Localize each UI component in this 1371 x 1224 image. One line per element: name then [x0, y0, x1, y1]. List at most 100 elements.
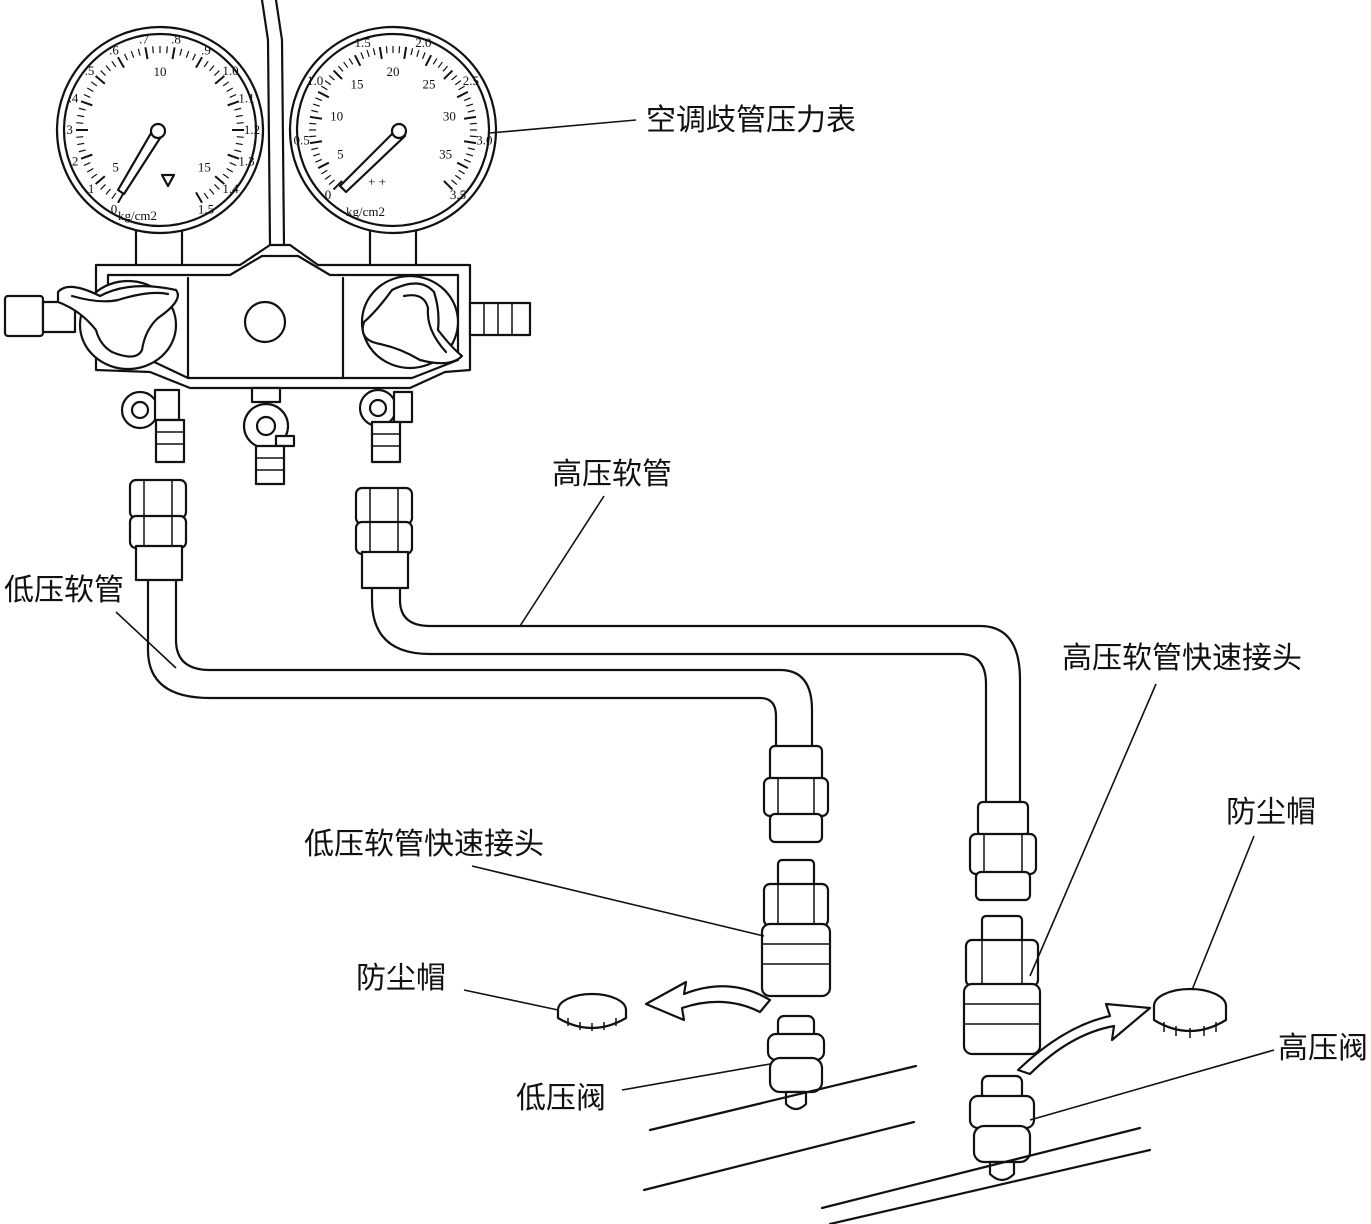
high-gauge-tick — [463, 158, 471, 163]
low-gauge-tick — [222, 173, 230, 179]
right-side-port — [468, 301, 532, 337]
dust-cap-right-icon — [1152, 987, 1228, 1038]
leader-dust-cap-right — [1191, 835, 1255, 991]
high-gauge-tick — [315, 97, 323, 102]
label-high-hose: 高压软管 — [552, 457, 672, 492]
low-pressure-gauge: 0.1.2.3.4.5.6.7.8.91.01.11.21.31.41.5510… — [55, 25, 265, 272]
leader-high-hose — [519, 495, 605, 627]
low-gauge-tick — [236, 122, 244, 124]
low-gauge-inner-label: 10 — [154, 64, 167, 79]
high-gauge-inner-label: 20 — [387, 64, 400, 79]
high-gauge-tick — [360, 52, 365, 60]
high-gauge-tick — [443, 180, 454, 191]
center-tube — [260, 0, 286, 247]
low-gauge-tick — [77, 142, 85, 146]
high-gauge-tick — [309, 122, 317, 125]
high-gauge-tick — [337, 65, 344, 72]
high-gauge-tick — [466, 153, 474, 157]
low-gauge-tick — [226, 167, 234, 173]
low-gauge-tick — [86, 87, 94, 93]
high-gauge-tick — [466, 103, 474, 107]
high-pressure-valve — [968, 1074, 1036, 1182]
high-gauge-tick — [467, 147, 475, 151]
high-gauge-tick — [332, 180, 343, 191]
high-gauge-inner-label: 15 — [351, 77, 364, 92]
low-gauge-tick — [236, 136, 244, 138]
high-gauge-tick — [454, 174, 462, 180]
high-gauge-tick — [458, 85, 465, 91]
low-gauge-inner-label: 15 — [198, 159, 211, 174]
high-gauge-tick — [353, 54, 362, 67]
high-gauge-needle — [338, 122, 408, 194]
low-gauge-tick — [166, 46, 168, 54]
low-gauge-tick — [227, 153, 240, 160]
high-gauge-tick — [432, 58, 438, 65]
sight-glass — [243, 300, 287, 344]
low-gauge-tick — [144, 47, 149, 60]
high-gauge-tick — [421, 52, 426, 60]
low-gauge-outer-label: 1.2 — [244, 122, 260, 137]
label-low-coupler: 低压软管快速接头 — [304, 827, 544, 862]
low-gauge-tick — [152, 46, 154, 54]
high-gauge-tick — [410, 48, 414, 56]
high-gauge-tick — [372, 48, 376, 56]
low-gauge-outer-label: .4 — [69, 91, 79, 106]
low-gauge-tick — [179, 48, 183, 56]
high-quick-coupler — [962, 914, 1042, 1056]
high-gauge-tick — [309, 140, 323, 145]
plus-marks: + + — [368, 174, 386, 189]
label-dust-cap-right: 防尘帽 — [1226, 795, 1316, 830]
low-valve-knob[interactable] — [56, 279, 179, 371]
low-gauge-outer-label: .3 — [63, 122, 73, 137]
low-gauge-tick — [203, 60, 209, 68]
low-gauge-tick — [77, 114, 85, 118]
high-gauge-tick — [321, 169, 328, 175]
high-gauge-tick — [317, 90, 330, 99]
low-gauge-triangle-icon — [160, 173, 176, 188]
low-gauge-tick — [214, 70, 220, 76]
low-gauge-tick — [234, 149, 242, 153]
high-gauge-tick — [309, 115, 323, 120]
label-high-valve: 高压阀 — [1278, 1031, 1368, 1066]
high-gauge-tick — [469, 122, 477, 125]
high-gauge-tick-marks — [309, 46, 477, 191]
leader-low-coupler — [471, 865, 765, 937]
low-gauge-tick — [83, 93, 91, 99]
low-gauge-tick — [235, 114, 243, 118]
high-gauge-inner-label: 35 — [439, 147, 452, 162]
high-gauge-outer-label: 2.5 — [463, 73, 479, 88]
low-gauge-outer-label: .8 — [171, 31, 181, 46]
high-gauge-tick — [443, 69, 454, 80]
low-gauge-needle — [116, 122, 167, 196]
high-valve-knob[interactable] — [360, 274, 464, 370]
high-gauge-outer-label: 0 — [325, 187, 332, 202]
low-gauge-tick — [76, 122, 84, 124]
low-gauge-tick — [227, 100, 240, 107]
low-gauge-outer-label: 1.3 — [238, 153, 254, 168]
low-gauge-tick — [105, 188, 111, 195]
low-gauge-tick — [130, 50, 135, 58]
low-gauge-outer-label: .7 — [139, 31, 149, 46]
label-dust-cap-left: 防尘帽 — [356, 961, 446, 996]
low-gauge-tick — [105, 65, 111, 72]
high-gauge-tick — [328, 74, 335, 81]
low-gauge-tick — [80, 153, 93, 160]
leader-dust-cap-left — [463, 989, 559, 1011]
low-gauge-outer-label: 1.5 — [198, 202, 214, 217]
label-manifold-gauge: 空调歧管压力表 — [646, 103, 856, 138]
low-gauge-tick — [209, 188, 215, 195]
low-gauge-outer-label: .5 — [85, 63, 95, 78]
high-gauge-tick — [467, 109, 475, 113]
low-gauge-tick — [111, 60, 117, 68]
high-bottom-port — [358, 388, 414, 464]
leader-high-coupler — [1029, 683, 1157, 977]
low-gauge-tick — [76, 136, 84, 138]
high-gauge-tick — [416, 49, 420, 57]
high-gauge-tick — [366, 49, 370, 57]
low-quick-coupler — [760, 858, 832, 998]
high-gauge-tick — [343, 61, 349, 69]
high-gauge-outer-label: 3.5 — [450, 187, 466, 202]
